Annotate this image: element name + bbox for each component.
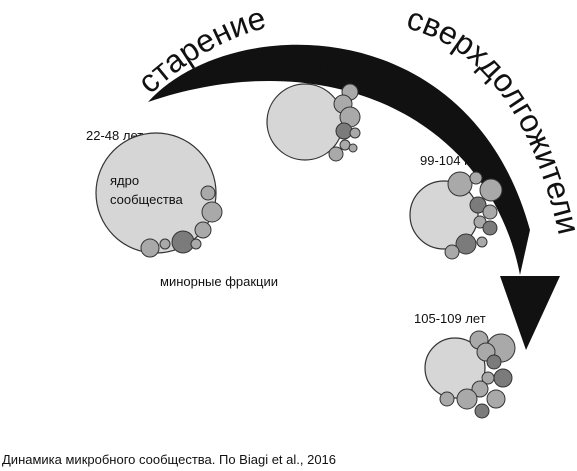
core-circle [424,337,486,399]
minor-bubble [194,221,212,239]
minor-bubble [328,146,344,162]
minor-bubble [201,201,223,223]
minor-bubble [471,380,489,398]
minor-bubble [456,388,478,410]
minor-bubble [349,127,361,139]
stage-65-75: 65-75 лет [266,61,361,162]
minor-bubble [479,178,503,202]
minor-bubble [140,238,160,258]
core-label-line2: сообщества [110,192,184,207]
stage-age-label: 99-104 года [420,153,491,168]
stage-105-109: 105-109 лет [414,311,516,419]
minor-bubble [171,230,195,254]
minor-bubble [482,204,498,220]
minor-bubble [335,122,353,140]
aging-arrow [148,44,530,275]
minor-bubble [348,143,358,153]
minor-bubble [481,371,495,385]
minor-bubble [339,139,351,151]
stage-age-label: 65-75 лет [289,61,346,76]
minor-fractions-label: минорные фракции [160,274,278,289]
minor-bubble [439,391,455,407]
core-label-line1: ядро [110,173,139,188]
figure-caption: Динамика микробного сообщества. По Biagi… [2,452,337,467]
minor-bubble [482,220,498,236]
core-circle [409,180,479,250]
stage-age-label: 105-109 лет [414,311,486,326]
minor-bubble [486,389,506,409]
minor-bubble [444,244,460,260]
minor-bubble [200,185,216,201]
minor-bubble [455,233,477,255]
stage-99-104: 99-104 года [409,153,503,260]
minor-bubble [469,196,487,214]
minor-bubble [493,368,513,388]
minor-bubble [476,236,488,248]
stage-22-48: 22-48 лет ядро сообщества минорные фракц… [86,128,278,289]
minor-bubble [469,171,483,185]
aging-arrow-head [500,276,560,350]
minor-bubble [190,238,202,250]
minor-bubble [486,354,502,370]
minor-bubble [474,403,490,419]
minor-bubble [447,171,473,197]
minor-bubble [159,238,171,250]
